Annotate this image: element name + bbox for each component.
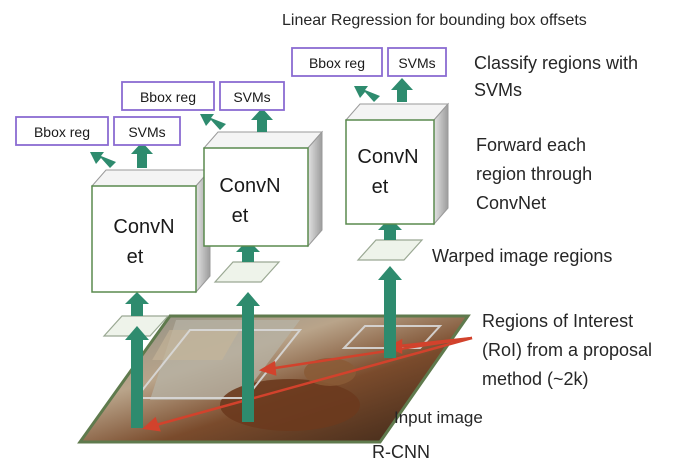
annotation-forward: Forward each region through ConvNet <box>476 135 592 213</box>
annotation-forward-3: ConvNet <box>476 193 546 213</box>
cube-3-line2: et <box>372 176 389 198</box>
output-boxes-3: Bbox reg SVMs <box>291 47 447 77</box>
svms-label-2: SVMs <box>233 89 270 105</box>
bbox-reg-box-1 <box>15 116 109 146</box>
convnet-cube-2: ConvN et <box>202 130 324 248</box>
annotation-roi-3: method (~2k) <box>482 369 589 389</box>
svms-label-3: SVMs <box>398 55 435 71</box>
svms-label-1: SVMs <box>128 124 165 140</box>
cube-3-line1: ConvN <box>357 146 418 168</box>
annotation-classify-2: SVMs <box>474 80 522 100</box>
svms-box-1 <box>113 116 181 146</box>
convnet-cube-3: ConvN et <box>344 102 450 226</box>
bbox-reg-box-2 <box>121 81 215 111</box>
warped-regions <box>102 239 424 337</box>
roi-pointer-arrows <box>142 336 473 432</box>
annotation-classify-1: Classify regions with <box>474 53 638 73</box>
annotation-input: Input image <box>394 408 483 427</box>
caption-rcnn: R-CNN <box>372 442 430 462</box>
convnet-cube-1: ConvN et <box>90 168 212 294</box>
output-boxes-2: Bbox reg SVMs <box>121 81 285 111</box>
bbox-reg-label-2: Bbox reg <box>140 89 196 105</box>
svms-box-3 <box>387 47 447 77</box>
annotation-forward-1: Forward each <box>476 135 586 155</box>
svms-box-2 <box>219 81 285 111</box>
annotation-classify: Classify regions with SVMs <box>474 53 638 100</box>
bbox-reg-label-1: Bbox reg <box>34 124 90 140</box>
output-boxes-1: Bbox reg SVMs <box>15 116 181 146</box>
annotation-warped: Warped image regions <box>432 246 612 266</box>
cube-1-line1: ConvN <box>113 216 174 238</box>
cube-2-line2: et <box>232 205 249 227</box>
cube-2-line1: ConvN <box>219 175 280 197</box>
annotation-forward-2: region through <box>476 164 592 184</box>
annotation-roi: Regions of Interest (RoI) from a proposa… <box>482 311 652 389</box>
bbox-reg-box-3 <box>291 47 383 77</box>
annotation-roi-2: (RoI) from a proposal <box>482 340 652 360</box>
cube-1-line2: et <box>127 246 144 268</box>
bbox-reg-label-3: Bbox reg <box>309 55 365 71</box>
title-top: Linear Regression for bounding box offse… <box>282 12 587 29</box>
output-arrows <box>90 78 413 168</box>
annotation-roi-1: Regions of Interest <box>482 311 633 331</box>
